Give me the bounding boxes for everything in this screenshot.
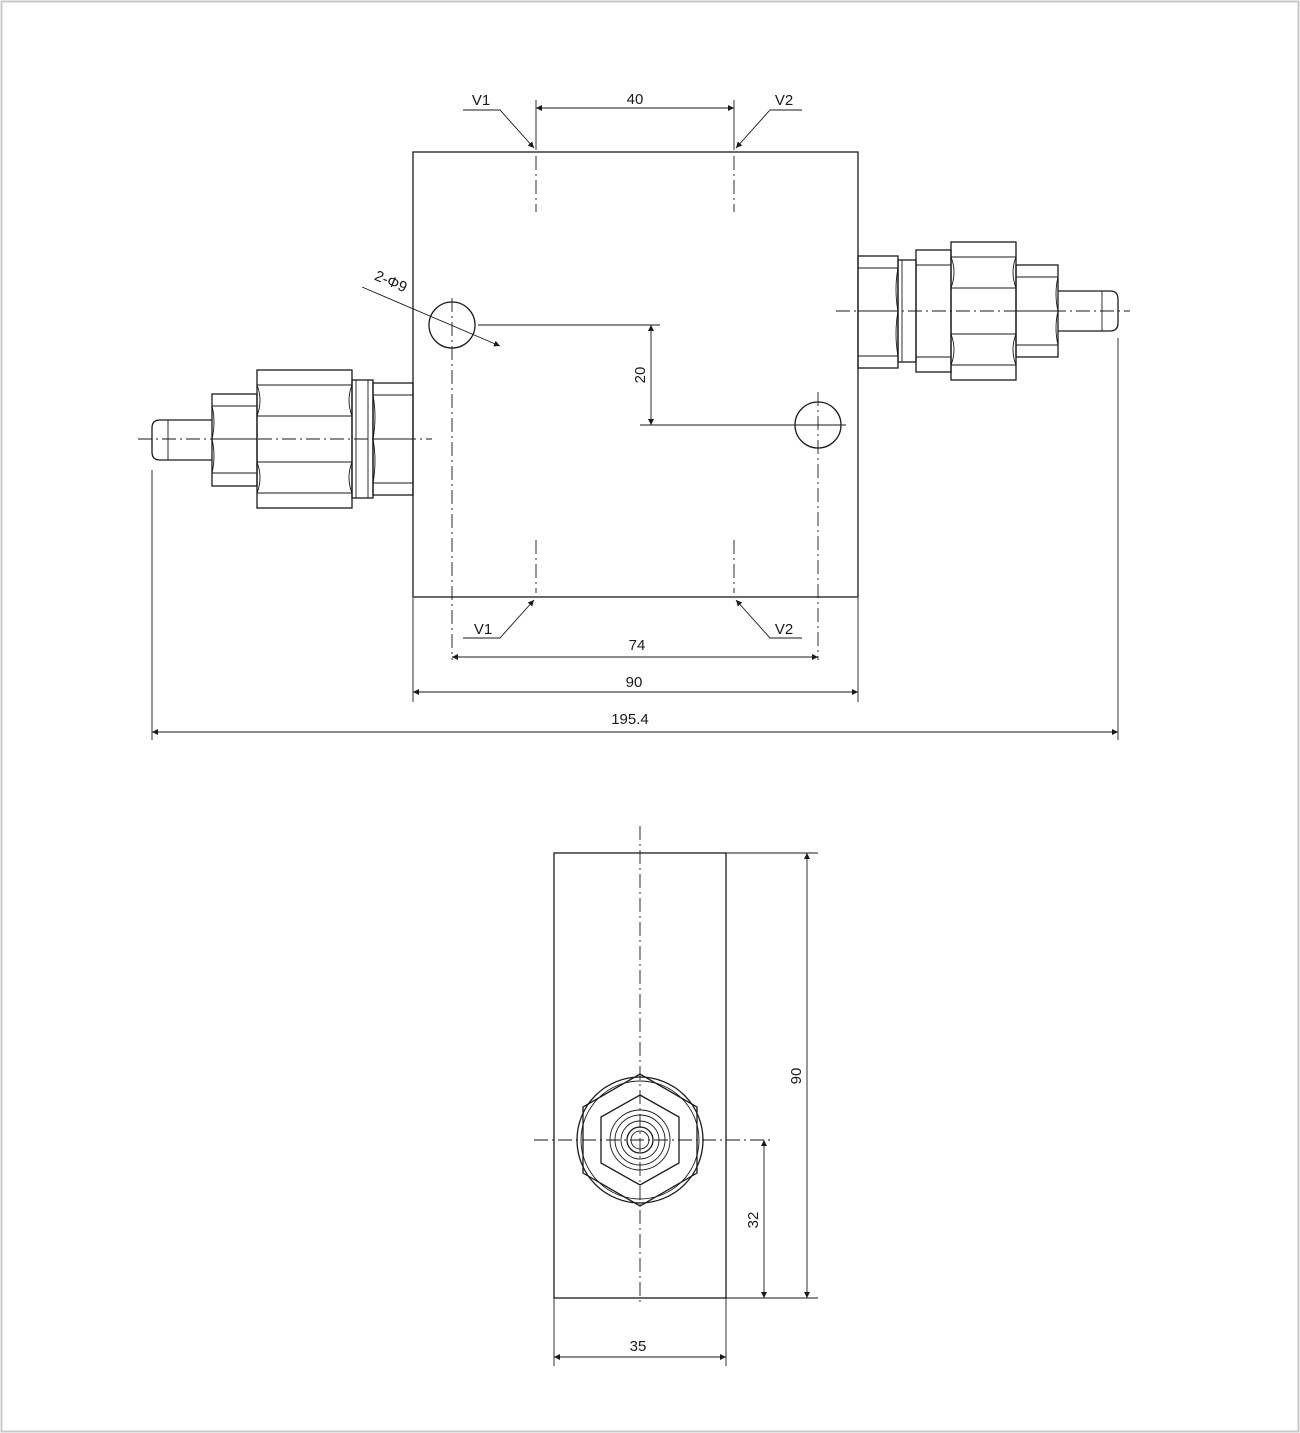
valve-block: [412, 151, 859, 598]
dim-text-side-35: 35: [630, 1338, 647, 1355]
hole-diameter-leader: [361, 286, 501, 347]
leader-v1-bottom: [463, 599, 535, 639]
dim-text-74: 74: [629, 637, 646, 654]
dim-text-90: 90: [626, 674, 643, 691]
leader-v1-top: [463, 109, 535, 149]
dim-text-side-32: 32: [745, 1212, 762, 1229]
leader-v2-bottom: [735, 599, 802, 639]
left-fitting: [151, 369, 414, 509]
label-v1-top: V1: [472, 92, 490, 109]
right-fitting: [857, 241, 1119, 381]
label-v2-top: V2: [775, 92, 793, 109]
side-view: 90 32 35: [534, 826, 818, 1366]
dim-text-40: 40: [627, 91, 644, 108]
label-v2-bottom: V2: [775, 621, 793, 638]
hole-diameter-callout: 2-Φ9: [372, 267, 410, 296]
label-v1-bottom: V1: [474, 621, 492, 638]
fitting-end-view: [576, 1073, 704, 1207]
leader-v2-top: [735, 109, 802, 149]
front-view: 40 V1 V2 V1 V2 20 2-Φ9 74 90: [138, 91, 1130, 740]
dim-text-20: 20: [632, 367, 649, 384]
dim-text-side-90: 90: [788, 1068, 805, 1085]
dim-text-195-4: 195.4: [611, 711, 649, 728]
